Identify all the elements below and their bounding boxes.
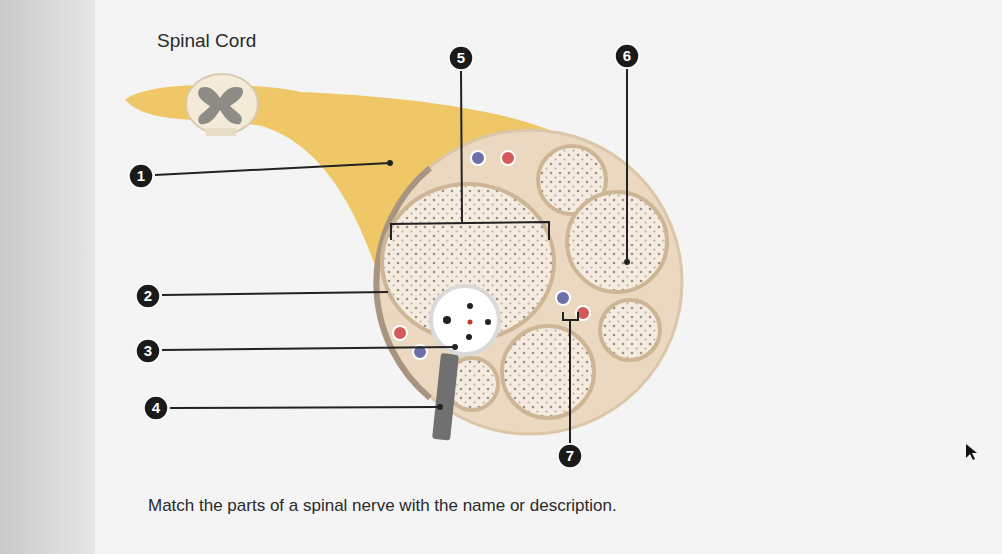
callout-number: 4 [143, 395, 169, 421]
callout-number: 3 [135, 338, 161, 364]
callout-text: 7 [557, 443, 583, 469]
callout-text: 5 [448, 45, 474, 71]
callout-text: 2 [135, 283, 161, 309]
leader-lines [155, 69, 629, 443]
screen-panel [95, 0, 1002, 554]
mouse-cursor [966, 444, 977, 460]
callout-number: 6 [614, 43, 640, 69]
callout-number: 7 [557, 443, 583, 469]
callout-number: 2 [135, 283, 161, 309]
callout-text: 3 [135, 338, 161, 364]
caption: Match the parts of a spinal nerve with t… [148, 496, 617, 516]
part-label: Spinal Cord [157, 30, 256, 52]
spinal-cord-section [186, 74, 258, 136]
callout-number: 1 [128, 163, 154, 189]
nerve-cross-section [376, 130, 682, 434]
callout-text: 1 [128, 163, 154, 189]
callout-text: 6 [614, 43, 640, 69]
magnifier [431, 286, 499, 440]
callout-text: 4 [143, 395, 169, 421]
callout-number: 5 [448, 45, 474, 71]
